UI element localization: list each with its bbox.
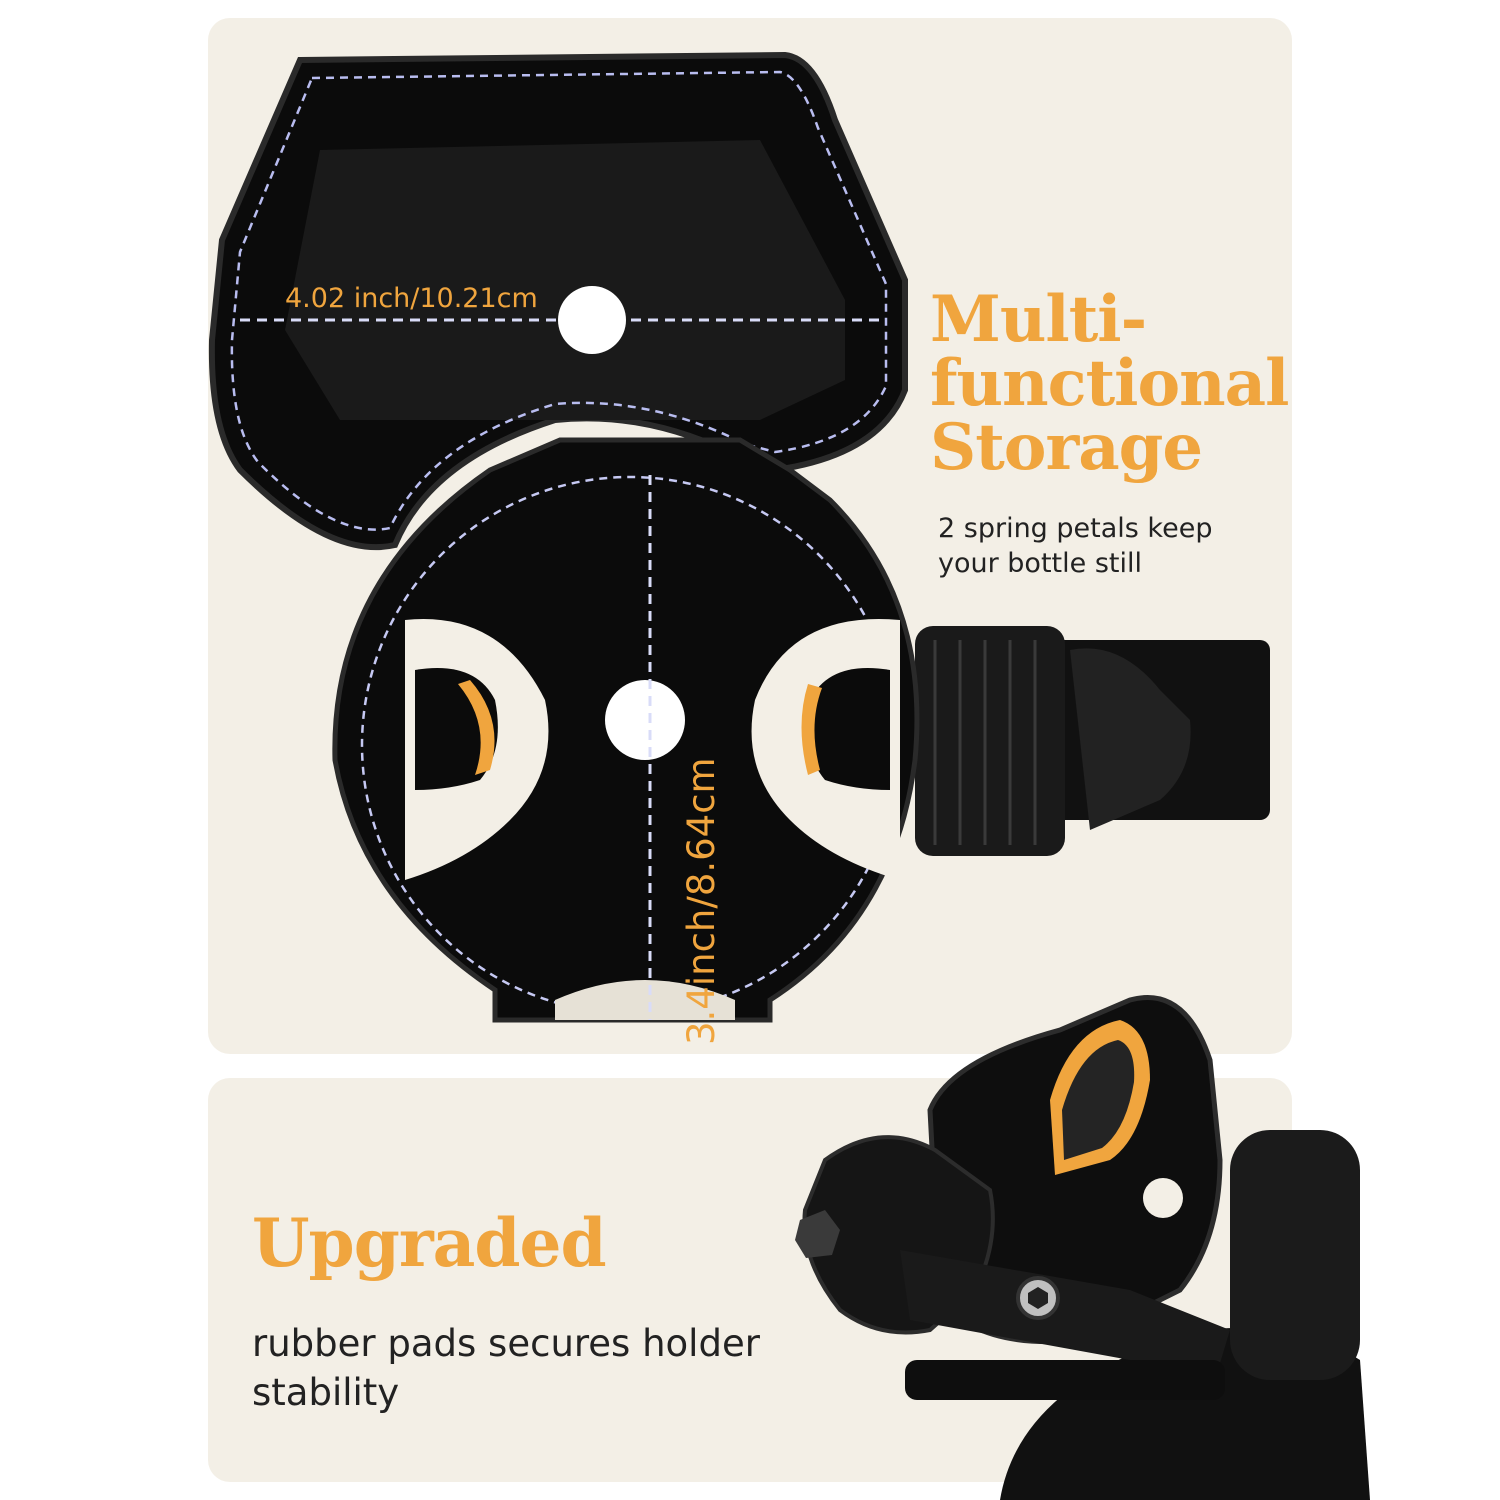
storage-headline: Multi- functional Storage [930, 282, 1289, 485]
storage-tray [208, 51, 908, 551]
storage-headline-line3: Storage [930, 410, 1203, 485]
tray-hole-icon [558, 286, 626, 354]
storage-description: 2 spring petals keep your bottle still [938, 513, 1213, 579]
height-dimension-label: 3.4inch/8.64cm [680, 757, 723, 1045]
width-dimension-label: 4.02 inch/10.21cm [285, 283, 538, 314]
upgraded-headline: Upgraded [252, 1204, 607, 1282]
tray-stitching [230, 70, 888, 531]
cup-ring [332, 437, 920, 1023]
storage-headline-line1: Multi- [930, 282, 1147, 357]
storage-headline-line2: functional [930, 346, 1289, 421]
tray-inner-wall [285, 140, 845, 420]
ring-hole-icon [605, 680, 685, 760]
spring-petal-left [458, 680, 495, 775]
side-clamp [915, 626, 1270, 856]
upgraded-description: rubber pads secures holder stability [252, 1322, 760, 1414]
clamp-closeup [795, 995, 1370, 1500]
spring-petal-right [801, 684, 822, 775]
